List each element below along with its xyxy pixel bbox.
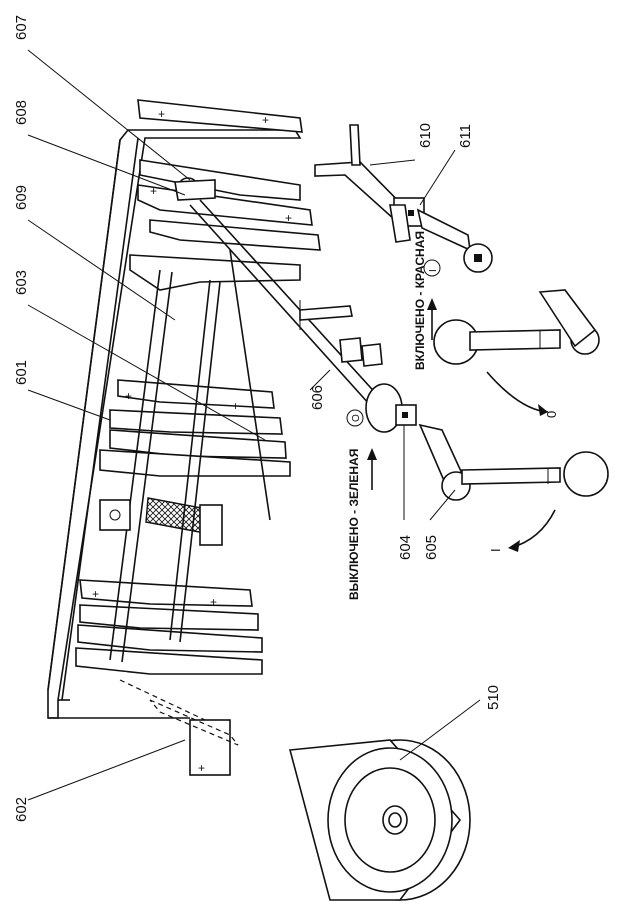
svg-text:+: + <box>158 107 165 121</box>
handle-on-position <box>433 289 600 365</box>
front-bracket: + <box>119 679 239 776</box>
svg-text:+: + <box>92 587 99 601</box>
svg-text:+: + <box>232 399 239 413</box>
on-symbol-mark <box>423 259 441 277</box>
lever-hub <box>365 383 417 433</box>
label-602: 602 <box>13 797 30 822</box>
motion-arrows <box>367 298 556 552</box>
svg-text:+: + <box>198 761 205 775</box>
svg-text:+: + <box>150 184 157 198</box>
label-610: 610 <box>417 123 434 148</box>
svg-text:+: + <box>125 389 132 403</box>
label-605: 605 <box>423 535 440 560</box>
label-607: 607 <box>13 15 30 40</box>
top-plate: + + <box>137 99 303 133</box>
svg-text:+: + <box>210 595 217 609</box>
label-609: 609 <box>13 185 30 210</box>
label-606: 606 <box>309 385 326 410</box>
off-symbol-text: O <box>351 414 362 422</box>
label-604: 604 <box>397 535 414 560</box>
motor-drum <box>288 739 471 901</box>
position-zero-label: 0 <box>544 411 559 418</box>
on-symbol-text: I <box>428 269 439 272</box>
off-green-annotation: ВЫКЛЮЧЕНО - ЗЕЛЕНАЯ <box>347 449 361 600</box>
position-one-label: I <box>488 548 503 552</box>
shafts <box>109 249 271 663</box>
handle-off-position <box>418 423 609 501</box>
label-611: 611 <box>457 124 474 148</box>
off-symbol-mark <box>346 409 364 427</box>
center-rods <box>299 300 383 367</box>
svg-text:+: + <box>285 211 292 225</box>
label-510: 510 <box>485 685 502 710</box>
label-603: 603 <box>13 270 30 295</box>
handle-upper <box>314 124 493 273</box>
svg-text:+: + <box>262 113 269 127</box>
on-red-annotation: ВКЛЮЧЕНО - КРАСНАЯ <box>413 231 427 370</box>
label-608: 608 <box>13 100 30 125</box>
leader-lines <box>27 49 481 801</box>
label-601: 601 <box>13 360 30 385</box>
mesh-sleeve <box>99 497 223 546</box>
